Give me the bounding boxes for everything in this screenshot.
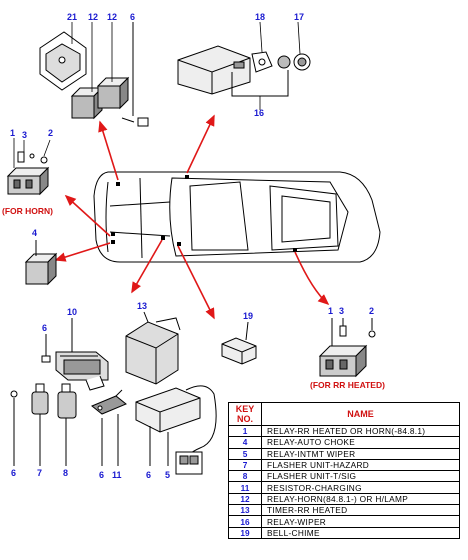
callout-3b: 3 (339, 306, 345, 316)
part-name: RELAY-WIPER (261, 515, 460, 528)
key-number: 1 (228, 424, 262, 438)
key-number: 5 (228, 447, 262, 460)
car-body-outline (93, 171, 381, 263)
screw-6a (121, 22, 149, 127)
callout-1b: 1 (328, 306, 334, 316)
key-number: 7 (228, 458, 262, 472)
part-name: FLASHER UNIT-HAZARD (261, 458, 460, 472)
relay-1-horn (6, 151, 50, 196)
key-table-header: KEY NO. NAME (228, 402, 460, 426)
key-number: 11 (228, 481, 262, 494)
key-no-header-line2: NO. (236, 414, 253, 424)
screw-6c (10, 390, 18, 466)
location-arrows (54, 114, 330, 320)
bell-chime-19 (221, 321, 257, 365)
key-number: 16 (228, 515, 262, 528)
screw-6b (41, 334, 51, 363)
callout-19: 19 (243, 311, 254, 321)
part-name: RELAY-INTMT WIPER (261, 447, 460, 460)
callout-11: 11 (112, 470, 122, 480)
callout-7: 7 (37, 468, 43, 478)
part-name: RELAY-HORN(84.8.1-) OR H/LAMP (261, 492, 460, 506)
callout-16: 16 (254, 108, 265, 118)
part-name: BELL-CHIME (261, 526, 460, 539)
callout-6b: 6 (42, 323, 48, 333)
intmt-wiper-relay-5 (135, 385, 217, 475)
part-name: RESISTOR-CHARGING (261, 481, 460, 494)
callout-12a: 12 (88, 12, 99, 22)
part-name: FLASHER UNIT-T/SIG (261, 470, 460, 483)
callout-6c: 6 (11, 468, 17, 478)
callout-5: 5 (165, 470, 171, 480)
resistor-11 (91, 389, 127, 466)
flasher-7 (31, 383, 49, 466)
callout-8: 8 (63, 468, 69, 478)
relay-1-rr-heated (318, 318, 376, 378)
relay-12b (96, 76, 130, 110)
key-number: 19 (228, 526, 262, 539)
relay-4-auto-choke (24, 240, 58, 286)
key-no-header: KEY NO. (228, 402, 262, 426)
callout-17: 17 (294, 12, 305, 22)
flasher-8 (57, 383, 77, 466)
key-number: 8 (228, 470, 262, 483)
part-name: RELAY-AUTO CHOKE (261, 436, 460, 449)
bracket-21 (39, 31, 87, 91)
label-for-rr-heated: (FOR RR HEATED) (310, 380, 385, 390)
part-name: RELAY-RR HEATED OR HORN(-84.8.1) (261, 424, 460, 438)
key-number: 4 (228, 436, 262, 449)
callout-10: 10 (67, 307, 78, 317)
callout-2a: 2 (48, 128, 54, 138)
timer-13 (125, 311, 181, 385)
label-for-horn: (FOR HORN) (2, 206, 53, 216)
callout-18: 18 (255, 12, 266, 22)
leaders-top-right (259, 21, 301, 110)
callout-2b: 2 (369, 306, 375, 316)
callout-6d: 6 (99, 470, 105, 480)
callout-4: 4 (32, 228, 38, 238)
callout-21: 21 (67, 12, 78, 22)
name-header: NAME (261, 402, 460, 426)
callout-12b: 12 (107, 12, 118, 22)
key-no-header-line1: KEY (235, 404, 255, 414)
callout-1a: 1 (10, 128, 16, 138)
callout-13: 13 (137, 301, 148, 311)
leaders-relay-1-horn (13, 138, 51, 168)
wiper-relay-16 (177, 45, 311, 97)
key-number: 13 (228, 504, 262, 517)
leaders-top-left (71, 22, 113, 92)
callout-6a: 6 (130, 12, 136, 22)
callout-3a: 3 (22, 130, 28, 140)
car-location-marks (111, 175, 297, 252)
bracket-10 (55, 318, 109, 391)
callout-6e: 6 (146, 470, 152, 480)
key-number: 12 (228, 492, 262, 506)
part-name: TIMER-RR HEATED (261, 504, 460, 517)
